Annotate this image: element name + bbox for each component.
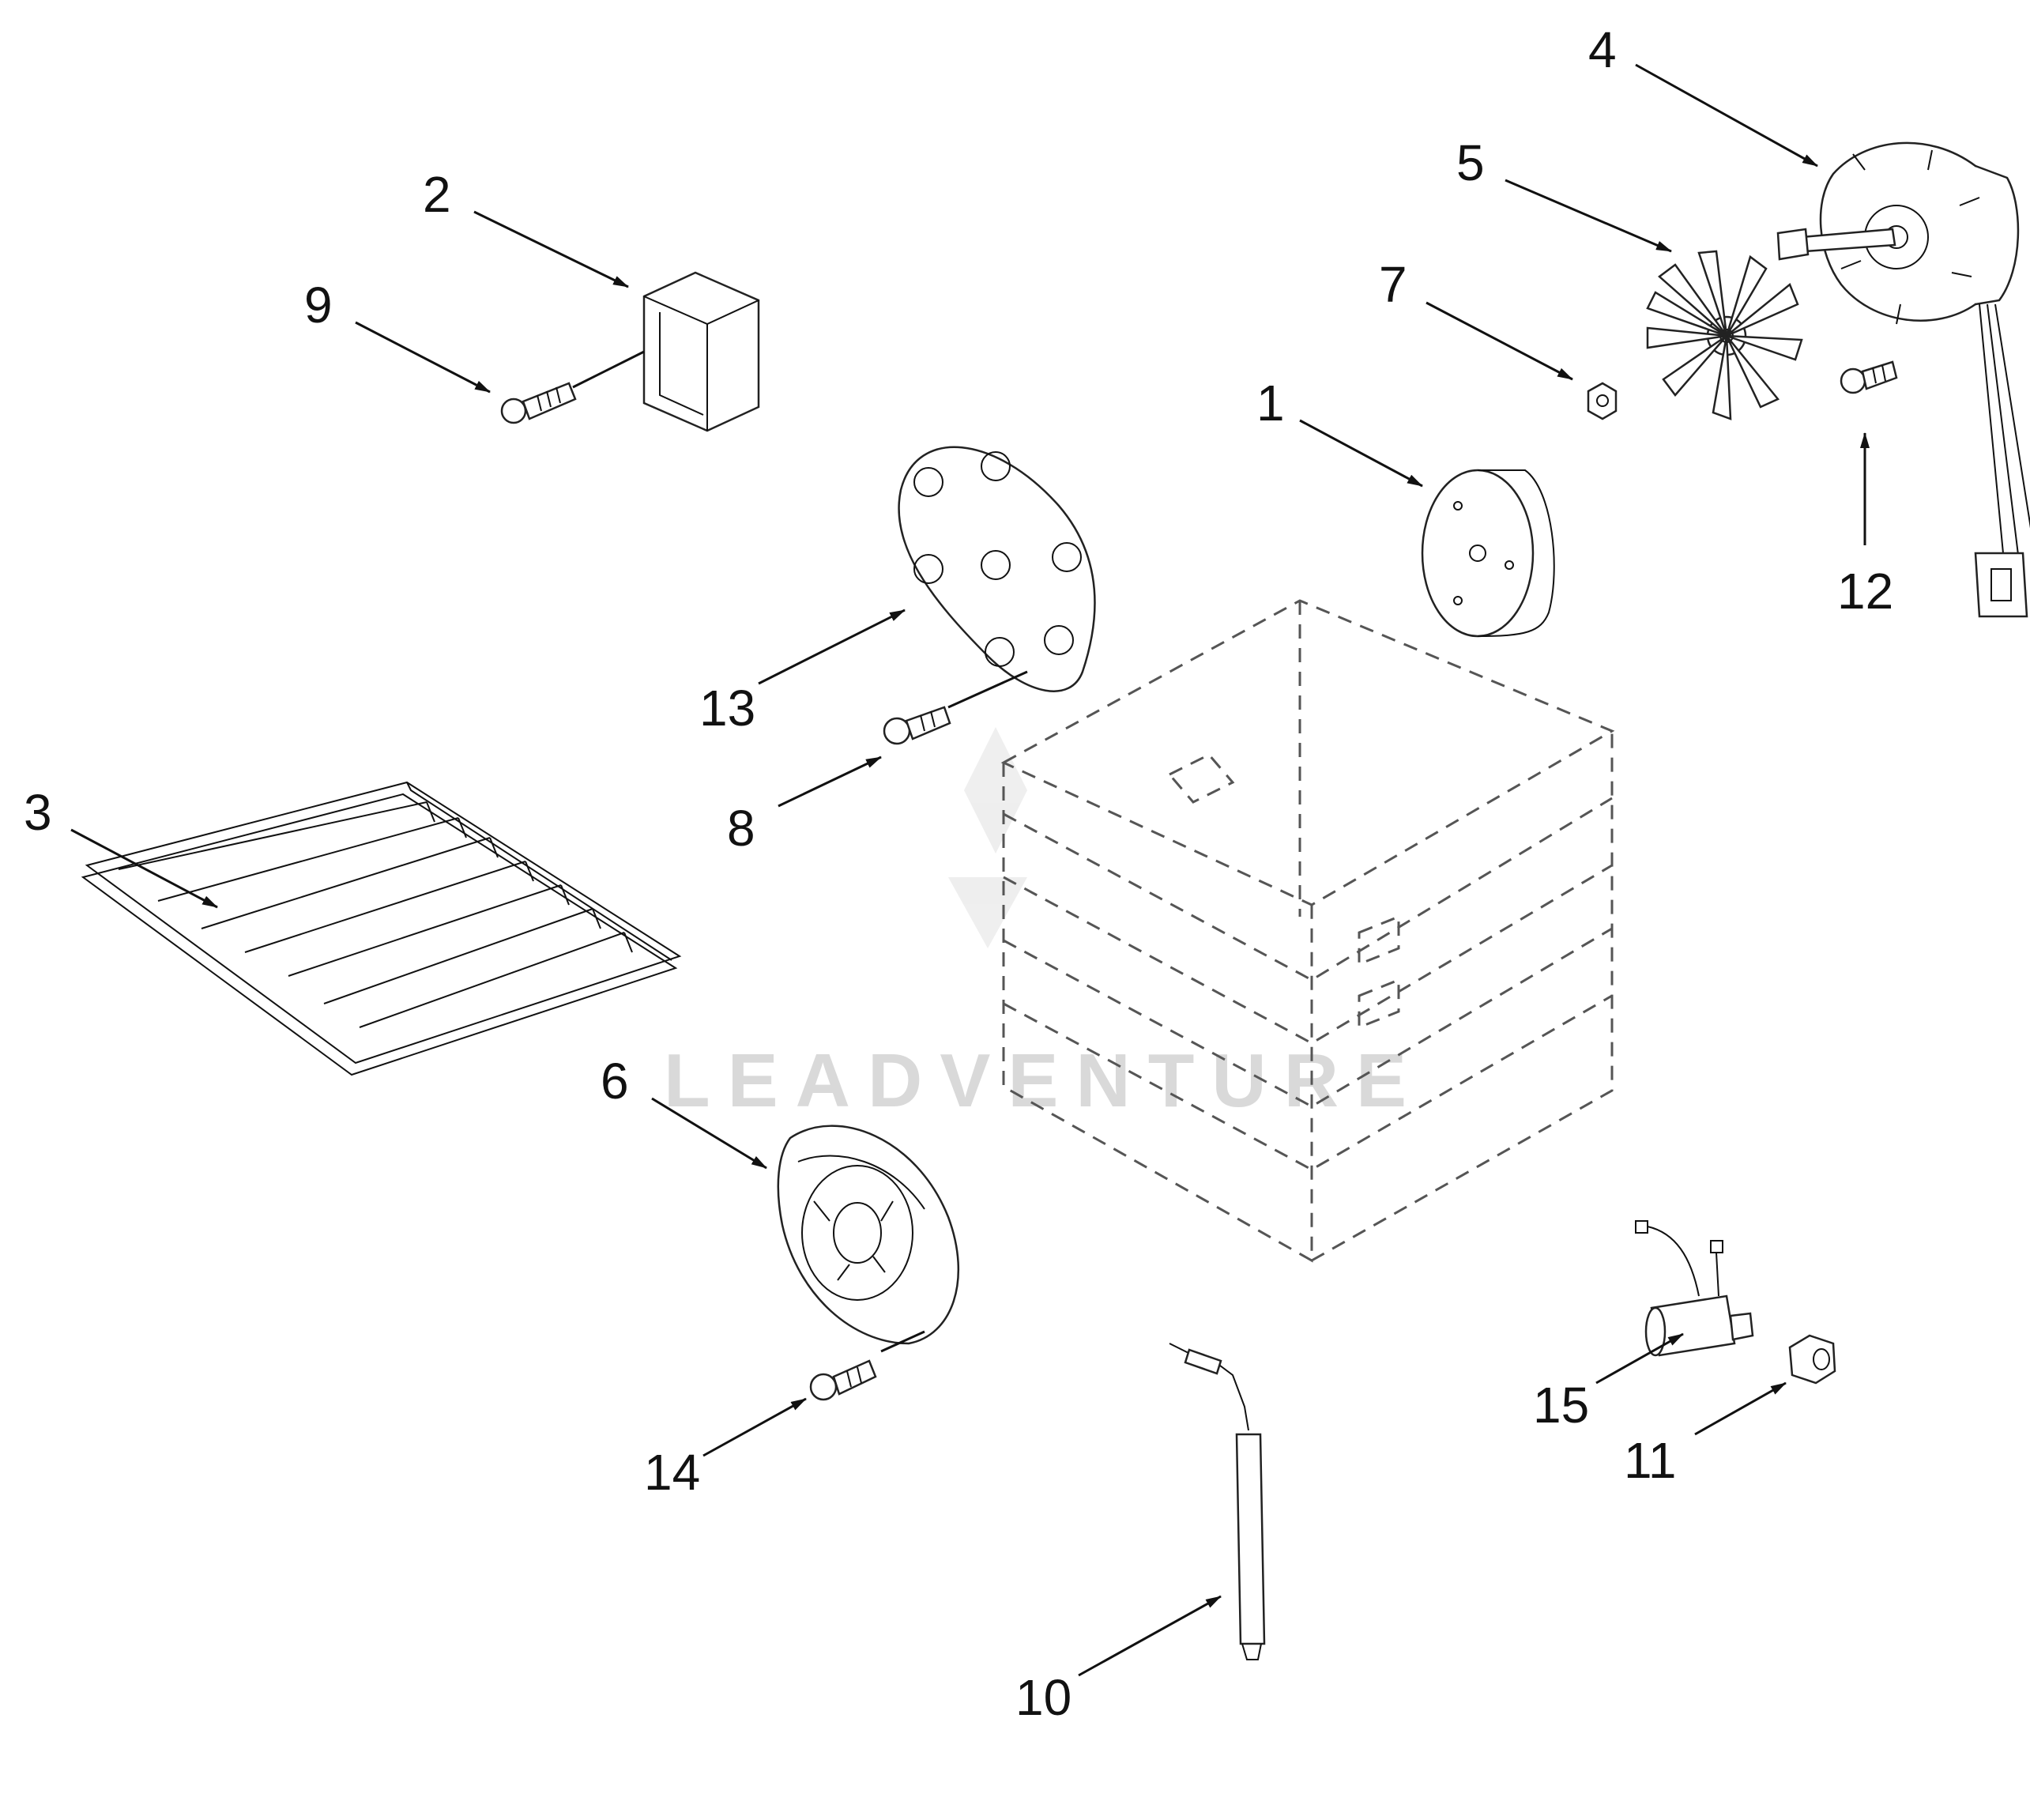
callout-14: 14 [644, 1444, 700, 1501]
callout-11: 11 [1624, 1432, 1676, 1489]
callout-13: 13 [699, 680, 755, 737]
part-5-fan-blade [1646, 250, 1803, 420]
oven-cavity [1000, 599, 1615, 1263]
callout-1: 1 [1256, 375, 1285, 431]
part-4-fan-motor [1776, 141, 2030, 618]
leader-arrows [70, 63, 1870, 1677]
part-9-screw [500, 382, 577, 424]
callout-5: 5 [1456, 134, 1485, 191]
part-11-nut [1788, 1334, 1836, 1385]
part-8-screw [883, 706, 951, 745]
part-6-fan-baffle [777, 1125, 959, 1353]
part-1-cover-disc [1421, 469, 1555, 638]
callout-4: 4 [1588, 21, 1617, 78]
watermark-text: LEADVENTURE [664, 1038, 1424, 1123]
callout-12: 12 [1837, 563, 1893, 620]
callout-6: 6 [601, 1053, 629, 1110]
callout-labels: 1 2 3 4 5 6 7 8 9 10 11 12 13 14 15 [24, 21, 1893, 1726]
part-12-screw [1840, 360, 1898, 394]
callout-2: 2 [423, 166, 451, 223]
part-3-oven-rack [81, 781, 682, 1076]
callout-15: 15 [1533, 1377, 1589, 1434]
part-15-thermal-switch [1635, 1220, 1754, 1357]
part-10-temp-sensor [1169, 1343, 1266, 1660]
part-14-screw [809, 1359, 877, 1401]
watermark-logo [948, 727, 1027, 948]
part-2-terminal-block [572, 271, 760, 432]
callout-3: 3 [24, 784, 52, 841]
callout-7: 7 [1379, 256, 1407, 313]
callout-10: 10 [1015, 1669, 1071, 1726]
part-7-nut [1587, 382, 1618, 420]
part-13-shroud-plate [898, 446, 1096, 709]
callout-8: 8 [727, 800, 755, 857]
callout-9: 9 [304, 277, 333, 333]
